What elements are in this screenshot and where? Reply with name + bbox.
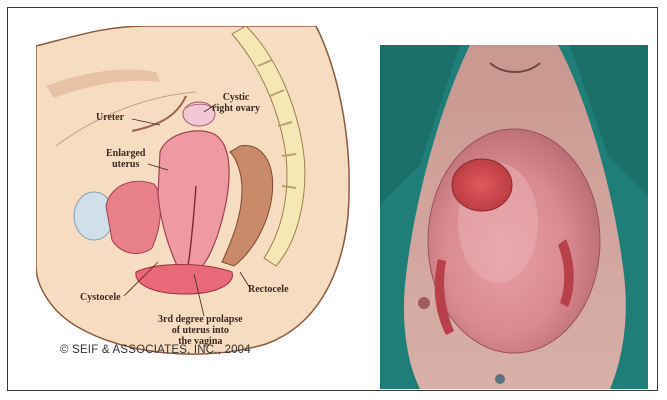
label-rectocele: Rectocele [248, 284, 289, 295]
label-cystic-ovary-line1: Cystic [212, 92, 260, 103]
label-enlarged-uterus-line1: Enlarged [106, 148, 145, 159]
label-prolapse: 3rd degree prolapse of uterus into the v… [158, 314, 243, 347]
clinical-photo [380, 45, 648, 389]
figure-frame: Ureter Cystic right ovary Enlarged uteru… [7, 7, 658, 391]
label-cystocele: Cystocele [80, 292, 121, 303]
label-enlarged-uterus: Enlarged uterus [106, 148, 145, 170]
ovary [183, 102, 215, 126]
label-cystic-ovary-line2: right ovary [212, 103, 260, 114]
cervix-ulcer [452, 159, 512, 211]
drape-spot [495, 374, 505, 384]
bladder [106, 181, 161, 253]
label-prolapse-line2: of uterus into [158, 325, 243, 336]
label-ureter: Ureter [96, 112, 124, 123]
clinical-photo-drawing [380, 45, 648, 389]
label-enlarged-uterus-line2: uterus [106, 159, 145, 170]
label-cystic-ovary: Cystic right ovary [212, 92, 260, 114]
copyright-text: © SEIF & ASSOCIATES, INC., 2004 [60, 344, 251, 356]
label-prolapse-line1: 3rd degree prolapse [158, 314, 243, 325]
anatomy-illustration: Ureter Cystic right ovary Enlarged uteru… [36, 26, 354, 376]
stain-spot [418, 297, 430, 309]
